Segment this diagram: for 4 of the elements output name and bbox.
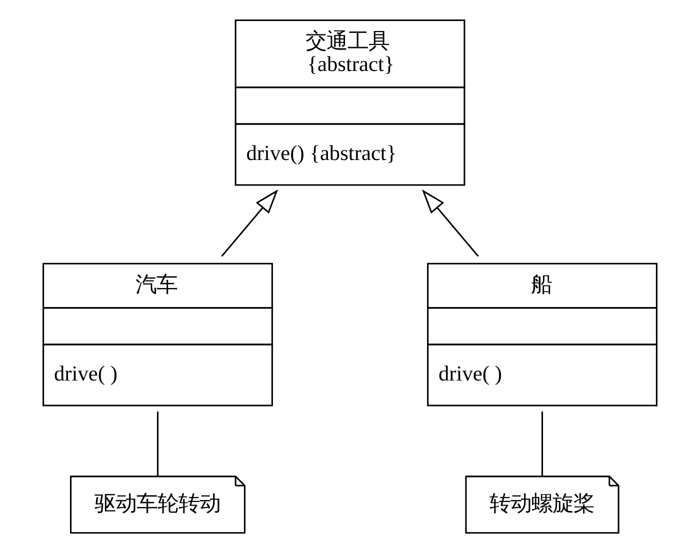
arrow: [221, 189, 278, 257]
arrow: [422, 189, 479, 257]
connector: [156, 411, 158, 476]
connector: [542, 411, 544, 476]
